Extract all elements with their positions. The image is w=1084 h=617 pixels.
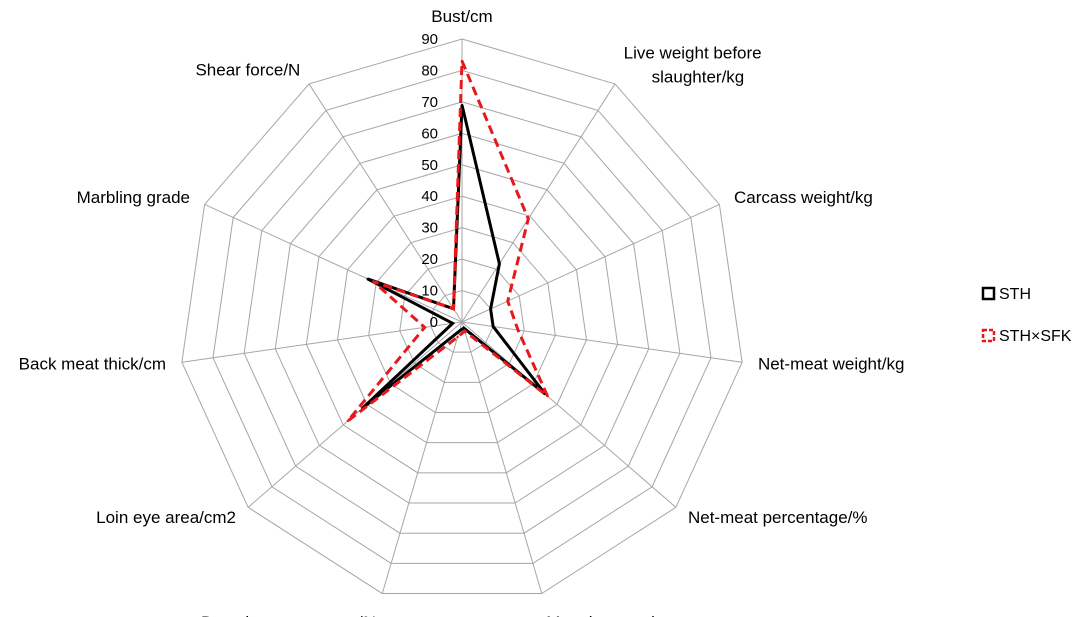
grid-ring-40 (336, 195, 588, 444)
grid-ring-50 (305, 164, 619, 474)
axis-label: Carcass weight/kg (734, 188, 873, 207)
radar-grid (181, 38, 743, 595)
legend-label: STH×SFK (999, 328, 1072, 345)
series-point (423, 326, 426, 329)
tick-label: 90 (421, 31, 438, 48)
grid-ring-80 (212, 69, 712, 564)
spoke-4 (461, 321, 677, 508)
legend: STH STH×SFK (981, 286, 1072, 345)
tick-label: 60 (421, 125, 438, 142)
spoke-1 (461, 83, 616, 323)
tick-label: 20 (421, 251, 438, 268)
radial-tick-labels: 0 10 20 30 40 50 60 70 80 90 (421, 31, 438, 331)
grid-ring-70 (243, 101, 681, 534)
axis-label: Bust/cm (431, 7, 492, 26)
series-point (546, 394, 549, 398)
series-point (516, 328, 520, 332)
series-line-sth (361, 104, 547, 410)
axis-label: Marbling grade (77, 188, 190, 207)
series-point (460, 59, 464, 63)
tick-label: 50 (421, 157, 438, 174)
axis-label: Loin eye area/cm2 (96, 508, 236, 527)
series-point (506, 299, 509, 303)
spoke-10 (308, 83, 463, 323)
series-point (463, 329, 466, 333)
tick-label: 10 (421, 283, 438, 300)
grid-ring-20 (399, 258, 525, 383)
legend-swatch (981, 286, 996, 301)
tick-label: 0 (430, 314, 438, 331)
spoke-2 (461, 203, 720, 323)
axis-label: Dressing percentage/% (201, 613, 378, 617)
spoke-8 (181, 321, 463, 363)
tick-label: 40 (421, 188, 438, 205)
legend-swatch (981, 328, 996, 343)
series-point (458, 329, 461, 333)
radar-series (346, 59, 549, 423)
series-line-sth-sfk (346, 60, 549, 423)
series-point (498, 262, 501, 266)
spoke-5 (461, 321, 543, 594)
series-point (489, 307, 492, 311)
tick-label: 70 (421, 94, 438, 111)
series-point (452, 307, 455, 310)
series-point (372, 280, 375, 283)
axis-label: Net-meat percentage/% (688, 508, 868, 527)
axis-label: Shear force/N (195, 60, 300, 79)
series-point (462, 326, 465, 330)
axis-label: Meat bone ratio (546, 613, 664, 617)
series-point (346, 419, 350, 423)
legend-label: STH (999, 286, 1031, 303)
tick-label: 30 (421, 220, 438, 237)
axis-label: Net-meat weight/kg (758, 355, 904, 374)
series-point (491, 325, 495, 328)
series-point (451, 322, 454, 325)
grid-ring-60 (274, 132, 650, 504)
axis-label: Back meat thick/cm (19, 355, 166, 374)
tick-label: 80 (421, 62, 438, 79)
series-point (527, 217, 530, 221)
spoke-9 (204, 203, 463, 323)
series-point (366, 277, 369, 281)
spoke-3 (461, 321, 743, 363)
grid-ring-90 (181, 38, 743, 595)
series-point (460, 103, 464, 107)
series-point (456, 335, 459, 339)
grid-ring-10 (430, 290, 494, 353)
spoke-6 (381, 321, 463, 594)
grid-ring-30 (368, 227, 556, 414)
